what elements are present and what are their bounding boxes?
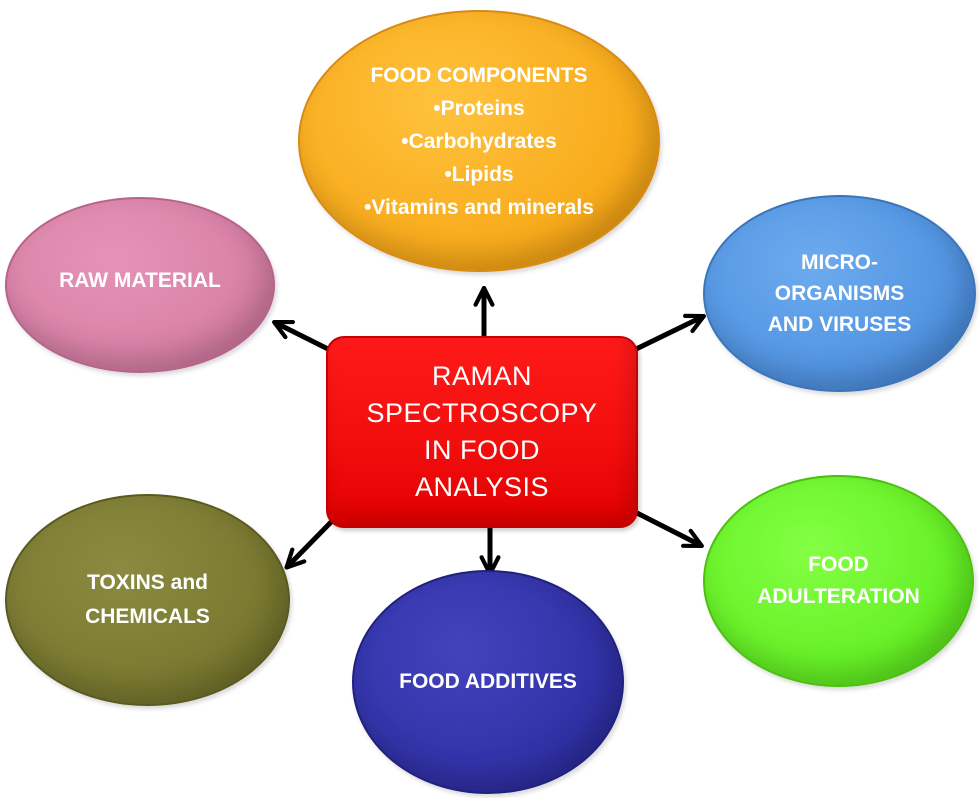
- arrow-to-toxins: [284, 515, 338, 570]
- food-components-item-carbohydrates: •Carbohydrates: [401, 129, 557, 153]
- node-food-additives: FOOD ADDITIVES: [352, 570, 624, 794]
- raw-material-label: RAW MATERIAL: [59, 269, 221, 292]
- toxins-label-line-1: TOXINS and: [87, 571, 208, 594]
- food-components-title: FOOD COMPONENTS: [370, 63, 588, 87]
- food-additives-label: FOOD ADDITIVES: [399, 670, 577, 693]
- microorganisms-label-line-3: AND VIRUSES: [767, 313, 912, 336]
- node-food-adulteration: FOOD ADULTERATION: [703, 475, 974, 687]
- arrow-to-raw-material: [272, 319, 336, 355]
- arrow-to-microorganisms: [630, 313, 706, 354]
- microorganisms-label-line-1: MICRO-: [801, 251, 878, 274]
- food-components-item-proteins: •Proteins: [433, 96, 525, 120]
- central-topic-box: RAMAN SPECTROSCOPY IN FOOD ANALYSIS: [326, 336, 638, 528]
- node-microorganisms: MICRO- ORGANISMS AND VIRUSES: [703, 195, 976, 392]
- central-label-line-2: SPECTROSCOPY: [366, 398, 598, 428]
- central-label-line-4: ANALYSIS: [414, 472, 550, 502]
- node-raw-material: RAW MATERIAL: [5, 197, 275, 373]
- toxins-label-line-2: CHEMICALS: [85, 605, 210, 628]
- node-food-components: FOOD COMPONENTS •Proteins •Carbohydrates…: [298, 10, 660, 272]
- food-components-item-lipids: •Lipids: [444, 162, 514, 186]
- microorganisms-label-line-2: ORGANISMS: [774, 282, 905, 305]
- central-label-line-3: IN FOOD: [424, 435, 540, 465]
- food-components-item-vitamins: •Vitamins and minerals: [364, 195, 594, 219]
- central-label-line-1: RAMAN: [431, 361, 532, 391]
- node-toxins-chemicals: TOXINS and CHEMICALS: [5, 494, 290, 706]
- adulteration-label-line-1: FOOD: [808, 553, 869, 576]
- arrow-to-adulteration: [635, 510, 704, 549]
- adulteration-label-line-2: ADULTERATION: [757, 585, 920, 608]
